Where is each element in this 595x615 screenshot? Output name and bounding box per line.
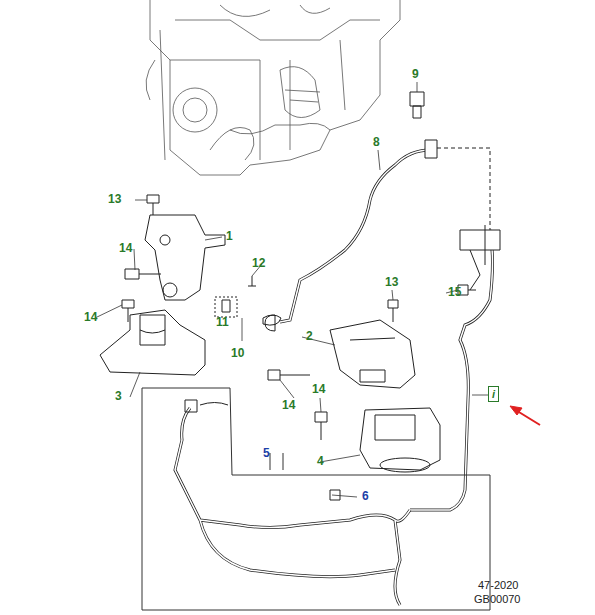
callout-number: 15 <box>448 286 461 299</box>
callout-number: 13 <box>385 276 398 289</box>
engine <box>146 0 400 175</box>
callout-number: 5 <box>263 447 270 460</box>
callout-number: 3 <box>115 390 122 403</box>
callout-number: 9 <box>412 68 419 81</box>
callout-number: 4 <box>317 455 324 468</box>
callout-number: 12 <box>252 257 265 270</box>
callout-number: 1 <box>226 230 233 243</box>
drawing-code: GB00070 <box>474 593 520 606</box>
callout-number: 8 <box>373 136 380 149</box>
callout-number: 14 <box>84 311 97 324</box>
callout-number: 14 <box>282 399 295 412</box>
callout-number: 2 <box>306 330 313 343</box>
callout-number: 10 <box>231 347 244 360</box>
drawing-code: 47-2020 <box>478 579 518 592</box>
info-icon: i <box>488 386 499 402</box>
sensor <box>410 92 424 118</box>
callout-number: 6 <box>362 490 369 503</box>
callout-number: 14 <box>312 383 325 396</box>
callout-number: 13 <box>108 193 121 206</box>
callout-number: 11 <box>216 316 229 329</box>
callout-number: 14 <box>119 242 132 255</box>
